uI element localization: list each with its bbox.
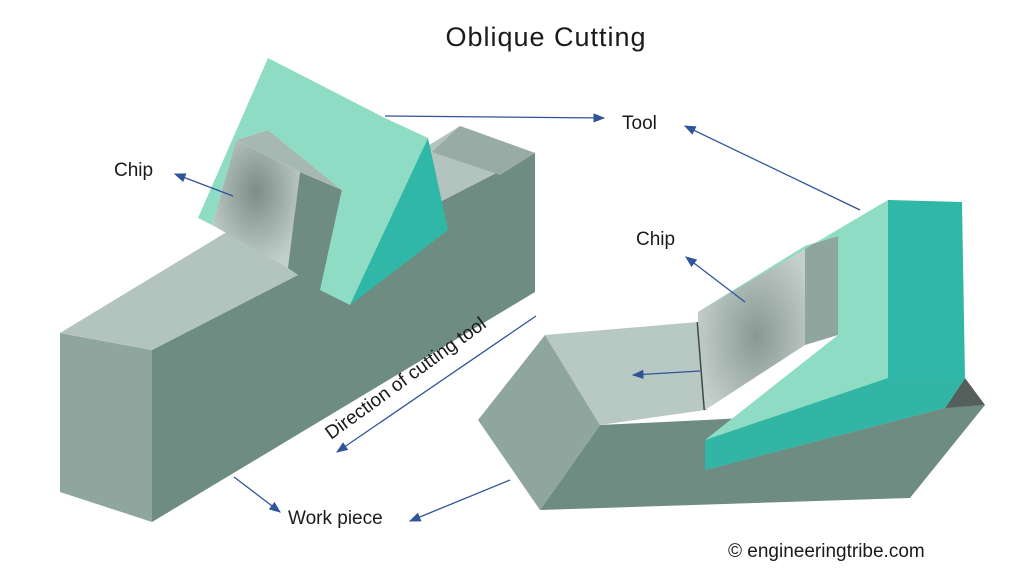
- left-workpiece-side-face: [152, 153, 535, 522]
- left-workpiece-shadow: [432, 126, 535, 175]
- left-chip-top: [236, 130, 342, 190]
- left-tool-flank-face: [350, 138, 448, 305]
- left-chip: [212, 130, 342, 290]
- chip-arrow-right: [685, 256, 746, 303]
- workpiece-arrow-right: [408, 479, 511, 522]
- right-tool: [698, 200, 965, 470]
- left-workpiece-end-face: [60, 333, 152, 522]
- tool-arrow-from-left: [384, 113, 606, 123]
- right-chip-side: [805, 236, 838, 345]
- label-chip-right: Chip: [636, 229, 675, 250]
- right-workpiece-top-face: [545, 322, 705, 425]
- left-chip-front: [212, 140, 300, 268]
- chip-arrow-left: [173, 173, 234, 197]
- right-workpiece-side-face: [540, 405, 985, 510]
- copyright-credit: © engineeringtribe.com: [728, 541, 925, 562]
- label-tool: Tool: [622, 113, 657, 134]
- direction-arrow: [336, 315, 537, 453]
- workpiece-arrow-left: [233, 476, 281, 513]
- diagram-title: Oblique Cutting: [445, 22, 646, 52]
- left-tool-rake-face: [198, 58, 428, 305]
- right-tool-flank-face: [705, 378, 965, 470]
- label-chip-left: Chip: [114, 160, 153, 181]
- label-work-piece: Work piece: [288, 508, 383, 529]
- tool-arrow-from-right: [683, 125, 861, 211]
- left-chip-side: [288, 172, 342, 290]
- right-chip: [698, 236, 838, 410]
- chip-flow-arrow: [631, 369, 701, 380]
- right-chip-front: [698, 246, 805, 410]
- annotation-arrows: [173, 113, 861, 522]
- right-tool-side-face: [888, 200, 965, 378]
- right-workpiece-corner: [945, 378, 985, 408]
- right-workpiece: [478, 321, 985, 510]
- left-tool: [198, 58, 448, 305]
- right-workpiece-end-face: [478, 335, 600, 510]
